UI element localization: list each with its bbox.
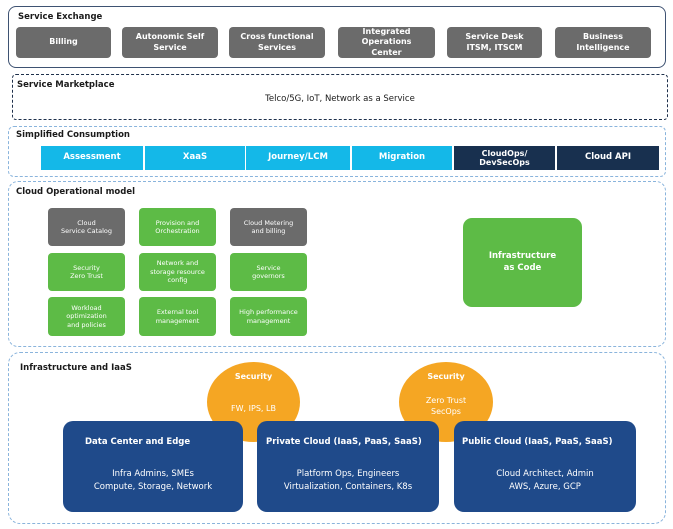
security-circle-right-title: Security: [427, 372, 465, 381]
service-exchange-item-autonomic: Autonomic Self Service: [122, 27, 218, 58]
service-exchange-section: [8, 6, 666, 68]
service-exchange-title: Service Exchange: [18, 12, 103, 22]
security-circle-right-text: Zero Trust SecOps: [425, 396, 467, 416]
cloud-operational-section: [8, 181, 666, 347]
service-marketplace-section: [12, 74, 668, 120]
card-data-center: Data Center and Edge Infra Admins, SMEs …: [63, 421, 243, 512]
card-public-cloud-title: Public Cloud (IaaS, PaaS, SaaS): [462, 437, 613, 447]
consumption-item-journey: Journey/LCM: [246, 146, 350, 170]
card-data-center-body: Infra Admins, SMEs Compute, Storage, Net…: [93, 469, 213, 492]
consumption-item-migration: Migration: [352, 146, 452, 170]
op-infrastructure-as-code: Infrastructure as Code: [463, 218, 582, 307]
op-workload-optimization: Workload optimization and policies: [48, 297, 125, 336]
op-cloud-metering: Cloud Metering and billing: [230, 208, 307, 246]
consumption-item-xaas: XaaS: [145, 146, 245, 170]
op-provision-orchestration: Provision and Orchestration: [139, 208, 216, 246]
service-exchange-item-cross-functional: Cross functional Services: [229, 27, 325, 58]
card-private-cloud-title: Private Cloud (IaaS, PaaS, SaaS): [266, 437, 422, 447]
cloud-operational-title: Cloud Operational model: [16, 187, 136, 197]
op-service-governors: Service governors: [230, 253, 307, 291]
op-security-zero-trust: Security Zero Trust: [48, 253, 125, 291]
op-network-storage: Network and storage resource config: [139, 253, 216, 291]
security-circle-left-title: Security: [234, 372, 273, 381]
service-exchange-item-service-desk: Service Desk ITSM, ITSCM: [447, 27, 542, 58]
infrastructure-section: [8, 352, 666, 524]
card-public-cloud-body: Cloud Architect, Admin AWS, Azure, GCP: [496, 469, 594, 492]
op-cloud-service-catalog: Cloud Service Catalog: [48, 208, 125, 246]
card-data-center-title: Data Center and Edge: [85, 437, 191, 447]
service-marketplace-text: Telco/5G, IoT, Network as a Service: [265, 94, 415, 104]
service-marketplace-title: Service Marketplace: [17, 80, 115, 90]
card-private-cloud: Private Cloud (IaaS, PaaS, SaaS) Platfor…: [257, 421, 439, 512]
service-exchange-item-billing: Billing: [16, 27, 111, 58]
simplified-consumption-section: [8, 126, 666, 177]
infrastructure-title: Infrastructure and IaaS: [20, 363, 132, 373]
card-public-cloud: Public Cloud (IaaS, PaaS, SaaS) Cloud Ar…: [454, 421, 636, 512]
security-circle-left-text: FW, IPS, LB: [231, 404, 276, 413]
service-exchange-item-ioc: Integrated Operations Center: [338, 27, 435, 58]
consumption-item-cloud-api: Cloud API: [557, 146, 659, 170]
consumption-item-cloudops: CloudOps/ DevSecOps: [454, 146, 555, 170]
op-external-tool: External tool management: [139, 297, 216, 336]
simplified-consumption-title: Simplified Consumption: [16, 130, 130, 140]
card-private-cloud-body: Platform Ops, Engineers Virtualization, …: [283, 469, 413, 492]
op-high-performance: High performance management: [230, 297, 307, 336]
service-exchange-item-bi: Business Intelligence: [555, 27, 651, 58]
consumption-item-assessment: Assessment: [41, 146, 143, 170]
